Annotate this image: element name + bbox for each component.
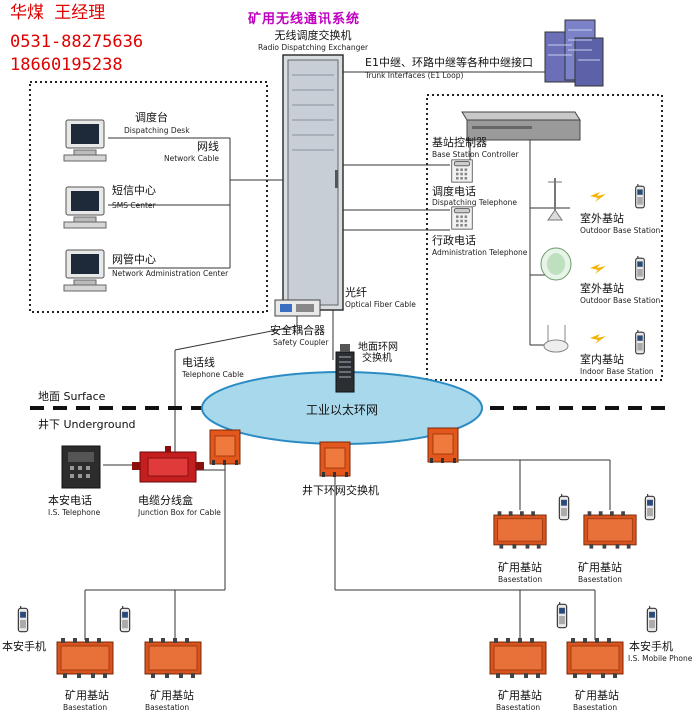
trunk-servers (544, 19, 604, 87)
netcable-cn: 网线 (197, 139, 219, 153)
outdoor-base-station-2 (540, 247, 572, 281)
mobile-phone-icon (646, 606, 658, 633)
indoor-base-station (543, 325, 569, 353)
mobile-right-cn: 本安手机 (629, 639, 673, 653)
surface-ring-switch (335, 344, 355, 393)
ringswitch-cn1: 地面环网 (358, 340, 398, 353)
mine-bs-cn-5: 矿用基站 (498, 688, 542, 702)
istel-cn: 本安电话 (48, 493, 92, 507)
junction-box (132, 446, 204, 483)
dispatching-telephone (451, 159, 473, 183)
underground-ring-switch-center (319, 441, 351, 478)
mobile-phone-icon (119, 606, 131, 633)
mobile-left-label: 本安手机 (2, 639, 46, 653)
mobile-phone-icon (635, 184, 645, 209)
mine-basestation (583, 510, 637, 550)
contact-name: 华煤 王经理 (10, 3, 106, 23)
disptel-en: Dispatching Telephone (432, 198, 517, 207)
mine-basestation (489, 637, 547, 678)
mine-bs-en-2: Basestation (578, 575, 622, 584)
bsc-cn: 基站控制器 (432, 135, 487, 149)
mobile-phone-icon (644, 494, 656, 521)
mine-basestation (566, 637, 624, 678)
jbox-en: Junction Box for Cable (137, 508, 221, 517)
exchanger-cabinet (282, 54, 344, 311)
exchanger-en: Radio Dispatching Exchanger (258, 43, 369, 52)
mobile-phone-icon (556, 602, 568, 629)
coupler-cn: 安全耦合器 (270, 323, 325, 337)
signal-bolt-icon (590, 264, 606, 274)
mine-bs-cn-1: 矿用基站 (498, 560, 542, 574)
indoor-cn: 室内基站 (580, 352, 624, 366)
contact-phone2: 18660195238 (10, 55, 123, 75)
mine-bs-en-4: Basestation (145, 703, 189, 712)
mobile-right-en: I.S. Mobile Phone (628, 654, 693, 663)
network-admin-pc (63, 249, 107, 292)
outdoor2-en: Outdoor Base Station (580, 296, 661, 305)
base-station-controller (461, 111, 581, 141)
telcable-en: Telephone Cable (181, 370, 244, 379)
mine-bs-cn-4: 矿用基站 (150, 688, 194, 702)
safety-coupler (274, 299, 321, 317)
underground-ring-switch-right (427, 427, 459, 464)
signal-bolt-icon (590, 334, 606, 344)
desk-cn: 调度台 (135, 110, 168, 124)
is-telephone (61, 445, 101, 489)
mine-basestation (493, 510, 547, 550)
telcable-cn: 电话线 (182, 355, 215, 369)
netcable-en: Network Cable (164, 154, 219, 163)
mine-bs-en-1: Basestation (498, 575, 542, 584)
trunk-cn: E1中继、环路中继等各种中继接口 (365, 55, 533, 69)
mobile-phone-icon (17, 606, 29, 633)
jbox-cn: 电缆分线盒 (138, 493, 193, 507)
istel-en: I.S. Telephone (48, 508, 101, 517)
diagram-title: 矿用无线通讯系统 (248, 12, 361, 27)
nms-en: Network Administration Center (112, 269, 229, 278)
admintel-en: Administration Telephone (432, 248, 528, 257)
mine-bs-en-5: Basestation (496, 703, 540, 712)
outdoor-base-station-1 (547, 178, 563, 221)
mobile-phone-icon (558, 494, 570, 521)
admin-telephone (451, 206, 473, 230)
signal-bolt-icon (590, 192, 606, 202)
exchanger-cn: 无线调度交换机 (275, 28, 352, 42)
desk-en: Dispatching Desk (124, 126, 190, 135)
mobile-phone-icon (635, 330, 645, 355)
bsc-en: Base Station Controller (432, 150, 520, 159)
ugswitch-label: 井下环网交换机 (302, 483, 379, 497)
disptel-cn: 调度电话 (432, 184, 476, 198)
underground-label: 井下 Underground (38, 417, 136, 431)
fiber-en: Optical Fiber Cable (345, 300, 416, 309)
contact-phone1: 0531-88275636 (10, 32, 144, 52)
indoor-en: Indoor Base Station (580, 367, 654, 376)
trunk-en: Trunk Interfaces (E1 Loop) (364, 71, 463, 80)
nms-cn: 网管中心 (112, 252, 156, 266)
ringswitch-cn2: 交换机 (362, 351, 392, 364)
underground-ring-switch-left (209, 429, 241, 466)
surface-label: 地面 Surface (38, 390, 106, 403)
mine-bs-cn-3: 矿用基站 (65, 688, 109, 702)
outdoor1-en: Outdoor Base Station (580, 226, 661, 235)
coupler-en: Safety Coupler (273, 338, 329, 347)
mobile-phone-icon (635, 256, 645, 281)
fiber-cn: 光纤 (345, 285, 367, 299)
dispatching-desk-pc (63, 119, 107, 162)
mine-bs-en-3: Basestation (63, 703, 107, 712)
mine-bs-en-6: Basestation (573, 703, 617, 712)
sms-center-pc (63, 186, 107, 229)
mine-basestation (144, 637, 202, 678)
mine-bs-cn-2: 矿用基站 (578, 560, 622, 574)
outdoor2-cn: 室外基站 (580, 281, 624, 295)
mine-basestation (56, 637, 114, 678)
sms-en: SMS Center (112, 201, 157, 210)
admintel-cn: 行政电话 (432, 233, 476, 247)
sms-cn: 短信中心 (112, 183, 156, 197)
mine-bs-cn-6: 矿用基站 (575, 688, 619, 702)
ethernet-label: 工业以太环网 (306, 402, 378, 417)
surface-left-group-box (29, 81, 268, 313)
outdoor1-cn: 室外基站 (580, 211, 624, 225)
